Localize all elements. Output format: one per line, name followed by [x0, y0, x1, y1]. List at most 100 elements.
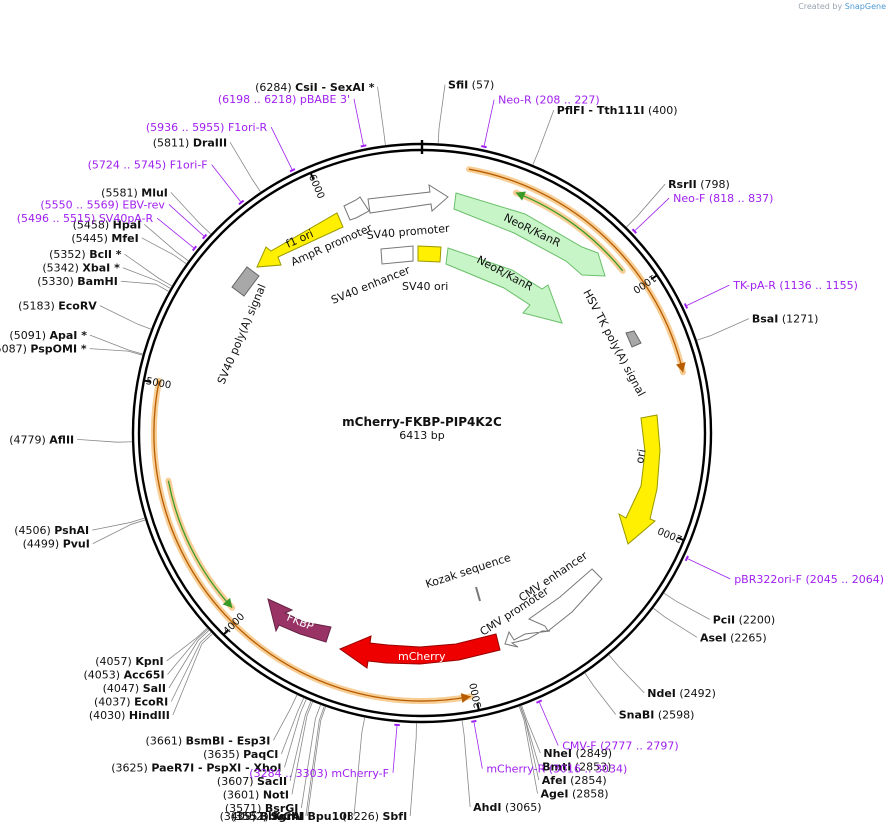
enzyme-site-sgrai: (3552) SgrAI — [231, 706, 327, 823]
plasmid-name: mCherry-FKBP-PIP4K2C — [342, 415, 502, 429]
enzyme-label: (4057) KpnI — [95, 655, 163, 668]
enzyme-label: (4499) PvuI — [23, 538, 90, 551]
feature-neor-kanr-2: NeoR/KanR — [445, 247, 563, 324]
enzyme-label: (5183) EcoRV — [18, 300, 97, 313]
enzyme-site-sali: (4047) SalI — [103, 629, 210, 695]
feature-mcherry: mCherry — [338, 633, 501, 669]
primer-label: (6198 .. 6218) pBABE 3' — [218, 93, 350, 106]
enzyme-label: (4047) SalI — [103, 682, 166, 695]
enzyme-label: AfeI (2854) — [542, 774, 607, 787]
primer-pbabe-3: (6198 .. 6218) pBABE 3' — [218, 93, 367, 148]
feature-label-sv40-enhancer: SV40 enhancer — [329, 263, 412, 307]
enzyme-site-acc65i: (4053) Acc65I — [84, 628, 209, 681]
enzyme-label: (5087) PspOMI * — [0, 343, 87, 356]
enzyme-site-draiii: (5811) DraIII — [153, 136, 262, 193]
enzyme-site-mlui: (5581) MluI — [101, 186, 212, 235]
enzyme-label: (5458) HpaI — [73, 218, 142, 231]
enzyme-label: (5091) ApaI * — [9, 329, 87, 342]
enzyme-label: BsaI (1271) — [752, 313, 819, 326]
enzyme-label: SfiI (57) — [448, 79, 494, 92]
enzyme-label: (5342) XbaI * — [42, 262, 120, 275]
enzyme-site-bsmbi: (3661) BsmBI - Esp3I — [146, 694, 298, 747]
enzyme-site-pvui: (4499) PvuI — [23, 519, 146, 551]
enzyme-label: (5330) BamHI — [37, 275, 118, 288]
enzyme-site-snabi: SnaBI (2598) — [584, 672, 695, 721]
enzyme-site-paqci: (3635) PaqCI — [203, 697, 305, 761]
enzyme-label: (4053) Acc65I — [84, 668, 165, 681]
primer-label: Neo-F (818 .. 837) — [673, 192, 773, 205]
enzyme-site-bamhi: (5330) BamHI — [37, 275, 170, 292]
enzyme-site-hpai: (5458) HpaI — [73, 218, 189, 262]
enzyme-label: (3661) BsmBI - Esp3I — [146, 734, 271, 747]
primer-label: (5496 .. 5515) SV40pA-R — [17, 212, 154, 225]
enzyme-site-bmti: BmtI (2853) — [520, 705, 611, 774]
primer-tk-pa-r: TK-pA-R (1136 .. 1155) — [683, 279, 858, 309]
primer-label: (5936 .. 5955) F1ori-R — [146, 121, 268, 134]
enzyme-site-asei: AseI (2265) — [652, 607, 767, 644]
snapgene-brand: SnapGene — [844, 2, 886, 11]
primer-mcherry-f: (3284 .. 3303) mCherry-F — [249, 723, 400, 780]
enzyme-site-ecori: (4037) EcoRI — [94, 631, 212, 708]
primer-layer: Neo-R (208 .. 227) Neo-F (818 .. 837) TK-p… — [17, 93, 884, 780]
enzyme-label: BmtI (2853) — [542, 761, 611, 774]
enzyme-site-bsai: BsaI (1271) — [696, 313, 819, 341]
primer-cmv-f: CMV-F (2777 .. 2797) — [536, 699, 679, 753]
enzyme-label: (3607) SacII — [217, 775, 287, 788]
ruler-label: 3000 — [468, 682, 484, 709]
enzyme-layer: SfiI (57) PflFI - Tth111I (400) RsrII (798… — [0, 79, 818, 823]
enzyme-site-hindiii: (4030) HindIII — [89, 633, 213, 722]
enzyme-site-paer7i: (3625) PaeR7I - PspXI - XhoI — [111, 698, 307, 774]
primer-ebv-rev: (5550 .. 5569) EBV-rev — [40, 198, 208, 240]
enzyme-site-agei: AgeI (2858) — [518, 706, 609, 801]
feature-label-ori: ori — [633, 448, 648, 464]
enzyme-label: (5811) DraIII — [153, 136, 227, 149]
enzyme-site-csii: (6284) CsiI - SexAI * — [255, 81, 386, 146]
enzyme-site-ahdi: AhdI (3065) — [461, 720, 542, 814]
enzyme-label: AhdI (3065) — [473, 801, 541, 814]
enzyme-label: (4037) EcoRI — [94, 695, 168, 708]
orf-layer — [150, 166, 686, 704]
enzyme-label: RsrII (798) — [668, 178, 730, 191]
feature-label-kozak: Kozak sequence — [424, 551, 513, 591]
enzyme-site-ecorv: (5183) EcoRV — [18, 300, 152, 330]
enzyme-label: SnaBI (2598) — [619, 708, 695, 721]
feature-sv40-ori: SV40 ori — [402, 245, 448, 293]
feature-fkbp: FKBP — [267, 598, 332, 643]
enzyme-site-aflii: (4779) AflII — [9, 433, 133, 446]
primer-label: (5724 .. 5745) F1ori-F — [88, 159, 208, 172]
primer-neo-f: Neo-F (818 .. 837) — [631, 192, 773, 234]
feature-sv40-promoter: SV40 promoter — [366, 183, 450, 242]
enzyme-label: (3226) SbfI — [342, 810, 407, 823]
enzyme-label: PflFI - Tth111I (400) — [557, 104, 678, 117]
feature-ori: ori — [618, 414, 661, 545]
enzyme-site-sbfi: (3226) SbfI — [342, 722, 417, 823]
primer-f1ori-f: (5724 .. 5745) F1ori-F — [88, 159, 245, 206]
primer-pbr322ori-f: pBR322ori-F (2045 .. 2064) — [684, 555, 884, 586]
primer-label: pBR322ori-F (2045 .. 2064) — [734, 573, 884, 586]
enzyme-site-nhei: NheI (2849) — [521, 705, 612, 760]
orf-4 — [165, 477, 236, 611]
ruler-tick — [222, 629, 230, 636]
enzyme-site-pcii: PciI (2200) — [663, 592, 776, 626]
primer-label: Neo-R (208 .. 227) — [498, 94, 600, 107]
orf-2 — [150, 377, 474, 704]
enzyme-site-bbvci: (3409) BbvCI - Bpu10I — [220, 717, 366, 823]
enzyme-site-ndei: NdeI (2492) — [608, 654, 716, 700]
enzyme-site-afei: AfeI (2854) — [519, 705, 607, 787]
enzyme-label: (4506) PshAI — [14, 524, 89, 537]
enzyme-label: (5352) BclI * — [49, 248, 122, 261]
primer-sv40pa-r: (5496 .. 5515) SV40pA-R — [17, 212, 197, 252]
enzyme-site-kpni: (4057) KpnI — [95, 627, 208, 668]
enzyme-label: (3625) PaeR7I - PspXI - XhoI — [111, 761, 281, 774]
feature-cmv-enhancer: CMV enhancer — [516, 549, 603, 632]
enzyme-site-xbai: (5342) XbaI * — [42, 262, 171, 289]
enzyme-site-mfei: (5445) MfeI — [71, 232, 187, 265]
enzyme-label: AgeI (2858) — [541, 788, 609, 801]
enzyme-label: (3552) SgrAI — [231, 810, 305, 823]
primer-label: mCherry-R (3016 .. 3034) — [486, 763, 627, 776]
enzyme-label: NheI (2849) — [543, 747, 612, 760]
enzyme-label: PciI (2200) — [713, 613, 776, 626]
primer-label: (5550 .. 5569) EBV-rev — [40, 198, 165, 211]
enzyme-label: (3557) XcmI — [232, 810, 303, 823]
